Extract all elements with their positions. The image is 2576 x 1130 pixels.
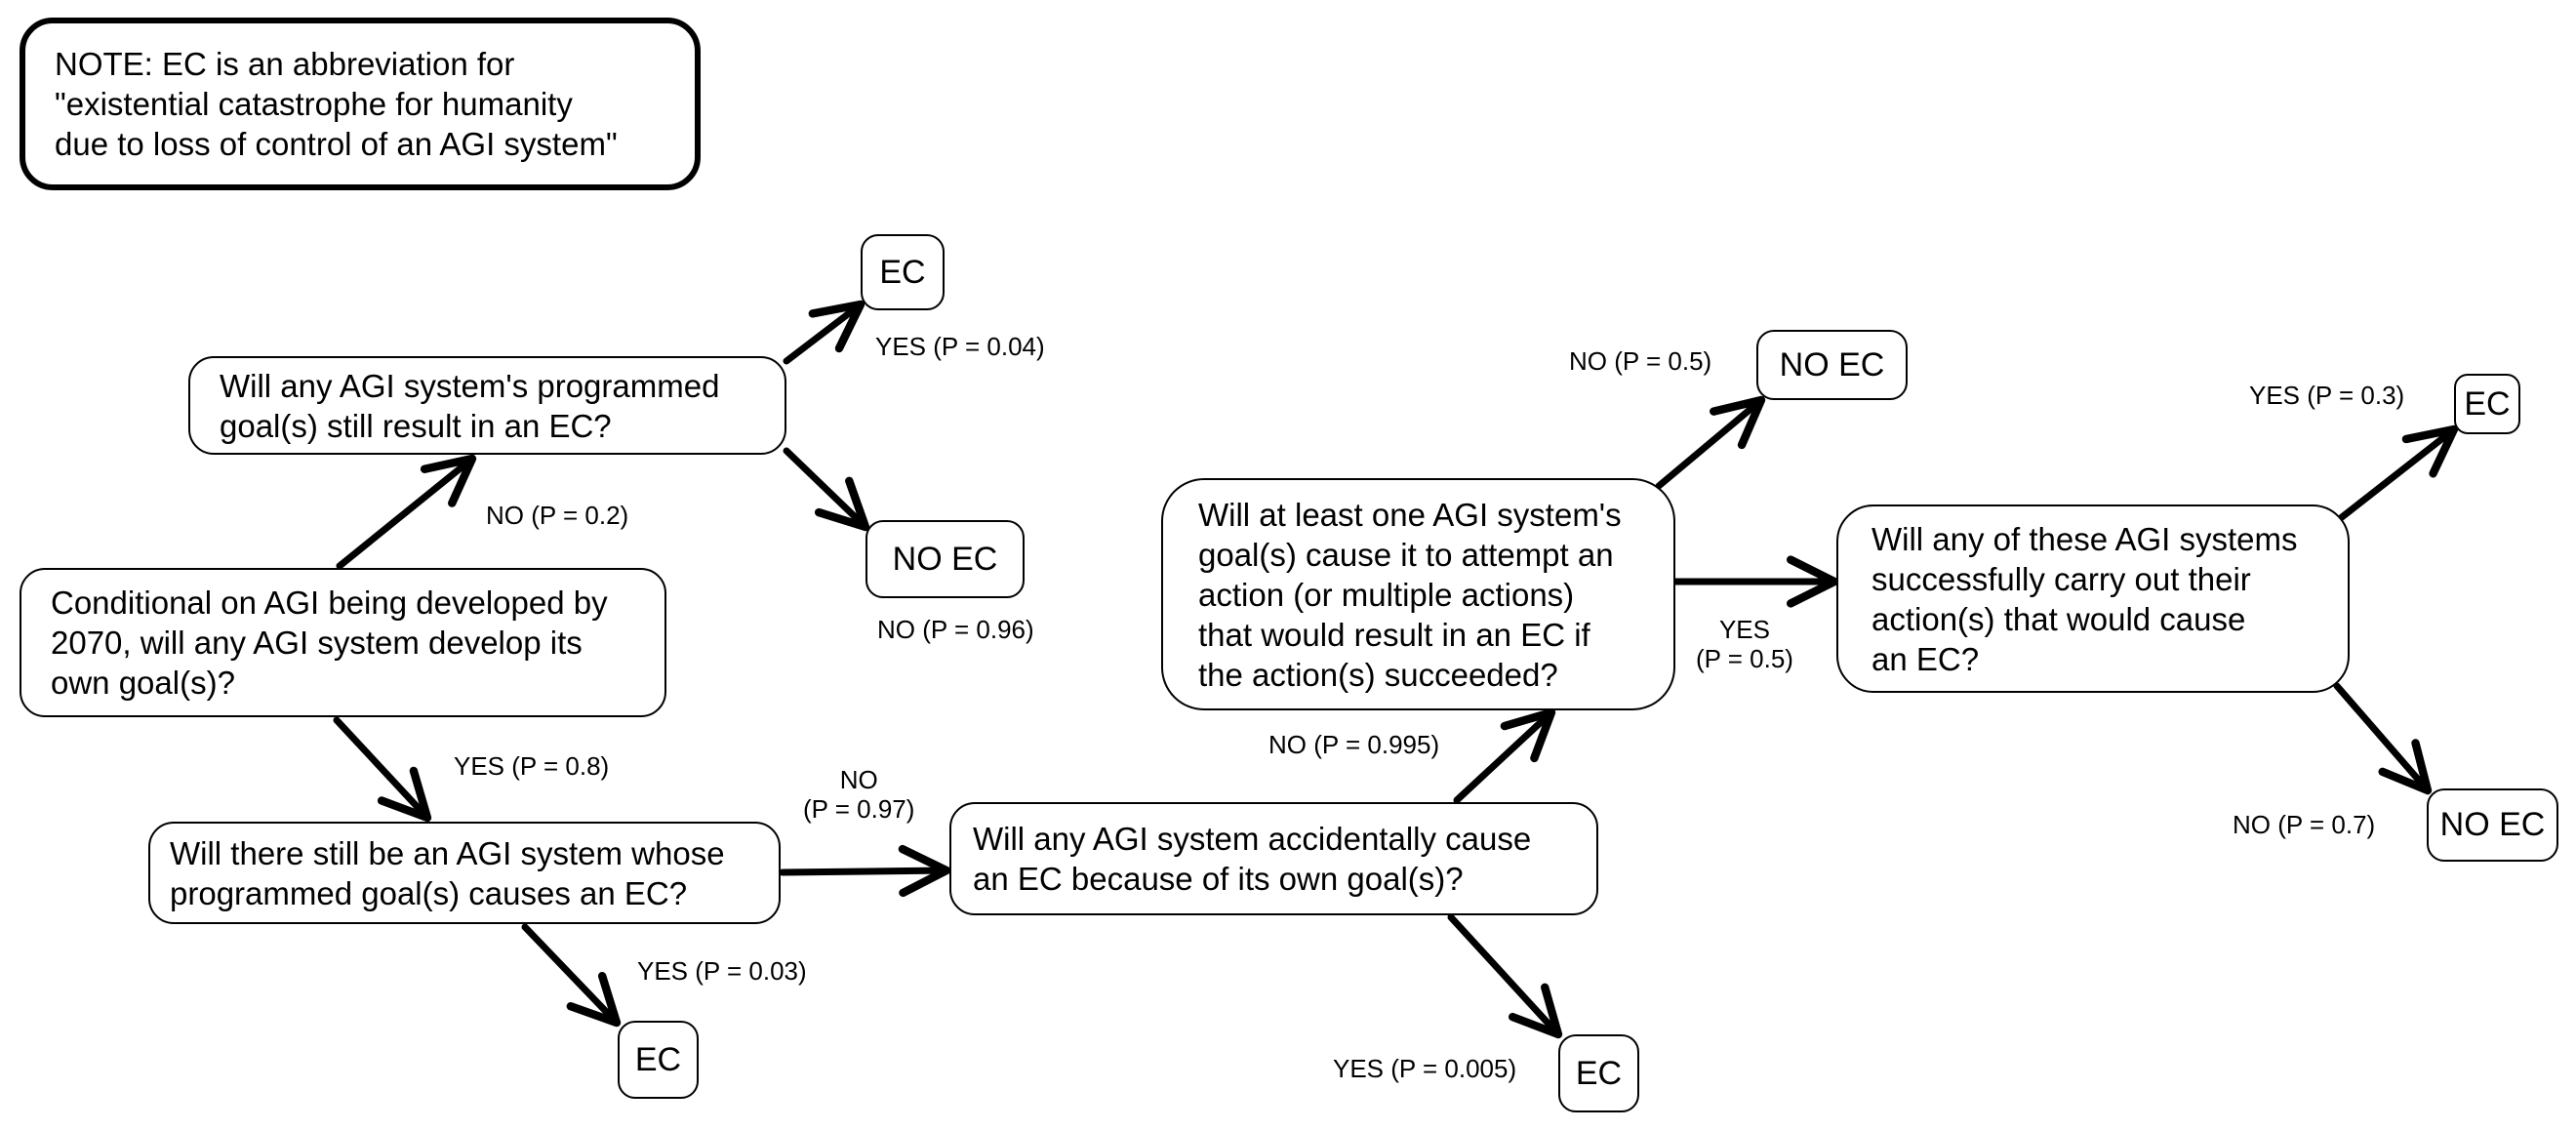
outcome-ec-right: EC bbox=[2454, 374, 2520, 434]
arrow-develop-yes bbox=[333, 716, 432, 823]
edge-label-succeed-yes: YES (P = 0.3) bbox=[2249, 381, 2405, 410]
outcome-ec-bottom-right: EC bbox=[1558, 1034, 1639, 1112]
arrow-causes-yes bbox=[521, 923, 622, 1028]
arrow-still-no bbox=[783, 447, 870, 532]
arrow-accidental-no bbox=[1453, 707, 1556, 804]
edge-label-still-yes: YES (P = 0.04) bbox=[875, 332, 1045, 361]
question-programmed-causes: Will there still be an AGI system whose … bbox=[148, 822, 781, 924]
arrow-succeed-no bbox=[2333, 682, 2433, 795]
arrow-develop-no bbox=[336, 454, 477, 570]
note-box: NOTE: EC is an abbreviation for "existen… bbox=[20, 18, 701, 190]
question-succeed: Will any of these AGI systems successful… bbox=[1836, 504, 2350, 693]
outcome-ec-bottom-left: EC bbox=[618, 1021, 699, 1099]
arrow-succeed-yes bbox=[2338, 424, 2459, 521]
edge-label-succeed-no: NO (P = 0.7) bbox=[2233, 810, 2376, 839]
edge-label-causes-yes: YES (P = 0.03) bbox=[637, 956, 807, 986]
question-attempt-action: Will at least one AGI system's goal(s) c… bbox=[1161, 478, 1675, 710]
question-programmed-still: Will any AGI system's programmed goal(s)… bbox=[188, 356, 786, 455]
edge-label-develop-yes: YES (P = 0.8) bbox=[454, 751, 610, 781]
edge-label-causes-no: NO (P = 0.97) bbox=[803, 765, 915, 824]
edge-label-develop-no: NO (P = 0.2) bbox=[486, 501, 629, 530]
outcome-no-ec-right: NO EC bbox=[2427, 788, 2558, 862]
outcome-no-ec-left: NO EC bbox=[865, 520, 1025, 598]
outcome-no-ec-top: NO EC bbox=[1756, 330, 1908, 400]
question-develop-goals: Conditional on AGI being developed by 20… bbox=[20, 568, 666, 717]
arrow-still-yes bbox=[783, 300, 865, 365]
outcome-ec-top: EC bbox=[861, 234, 945, 310]
edge-label-accidental-no: NO (P = 0.995) bbox=[1268, 730, 1440, 759]
arrow-attempt-no bbox=[1655, 395, 1766, 490]
edge-label-still-no: NO (P = 0.96) bbox=[877, 615, 1034, 644]
edge-label-accidental-yes: YES (P = 0.005) bbox=[1333, 1054, 1517, 1083]
edge-label-attempt-no: NO (P = 0.5) bbox=[1569, 346, 1712, 376]
edge-label-attempt-yes: YES (P = 0.5) bbox=[1696, 615, 1793, 673]
arrow-causes-no bbox=[779, 844, 951, 898]
arrow-accidental-yes bbox=[1447, 913, 1563, 1039]
question-accidental: Will any AGI system accidentally cause a… bbox=[949, 802, 1598, 915]
